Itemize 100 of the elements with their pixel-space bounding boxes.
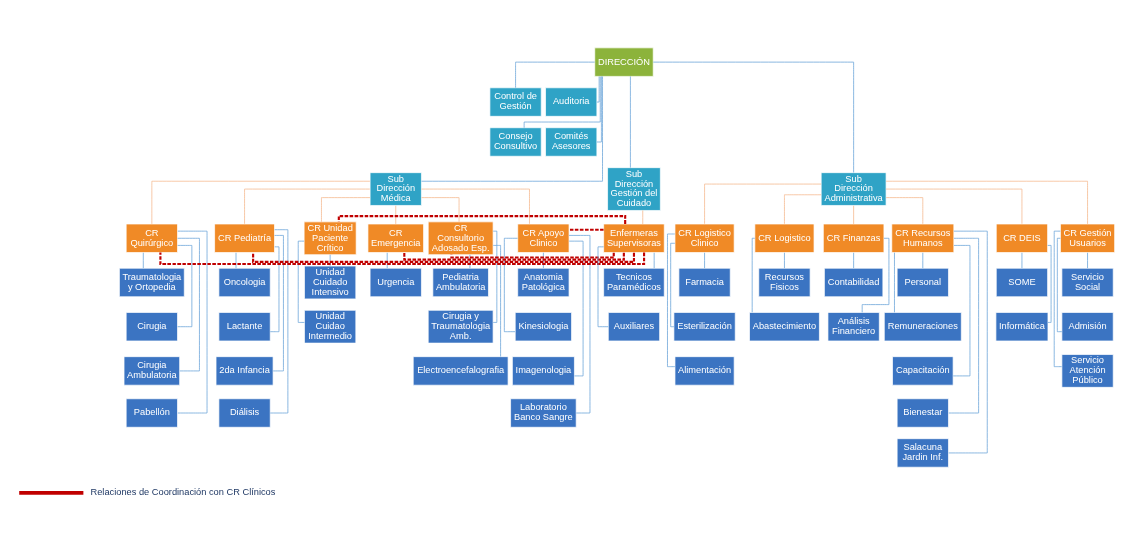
legend-label: Relaciones de Coordinación con CR Clínicos xyxy=(90,487,276,498)
node-box: DIRECCIÓN xyxy=(594,47,654,77)
node-box: Capacitación xyxy=(892,356,954,386)
node-box: Laboratorio Banco Sangre xyxy=(510,398,577,428)
connector xyxy=(853,252,854,269)
node-box: Salacuna Jardin Inf. xyxy=(896,438,949,468)
node-box: Análisis Financiero xyxy=(827,312,880,342)
connector xyxy=(235,252,237,269)
node-box: Bienestar xyxy=(896,398,949,428)
connector xyxy=(177,230,208,414)
connector xyxy=(652,61,854,173)
node-box: CR Apoyo Clinico xyxy=(517,223,570,253)
node-box: Recursos Fisicos xyxy=(758,267,811,298)
connector xyxy=(269,229,289,414)
node-box: CR Unidad Paciente Crítico xyxy=(303,221,357,256)
connector xyxy=(597,246,609,328)
node-box: Kinesiologia xyxy=(514,312,572,342)
node-box: Control de Gestión xyxy=(489,87,542,117)
connector xyxy=(596,76,602,143)
node-box: Sub Dirección Administrativa xyxy=(820,172,887,206)
connector xyxy=(1056,237,1063,333)
connector xyxy=(653,252,655,269)
node-box: Diálisis xyxy=(218,398,271,428)
node-box: Sub Dirección Médica xyxy=(369,172,422,206)
connector xyxy=(450,252,615,259)
connector xyxy=(704,252,705,269)
connector xyxy=(177,245,193,328)
connector xyxy=(642,210,644,225)
node-box: CR DEIS xyxy=(995,223,1048,253)
node-box: CR Consultorio Adosado Esp. xyxy=(427,221,494,256)
node-box: Unidad Cuidado Intensivo xyxy=(304,265,357,300)
node-box: CR Gestión Usuarios xyxy=(1060,223,1115,253)
connector xyxy=(704,183,822,225)
node-box: Comités Asesores xyxy=(545,127,598,157)
connector xyxy=(948,230,988,454)
connector xyxy=(269,246,280,333)
connector xyxy=(272,235,284,372)
node-box: Pediatria Ambulatoria xyxy=(432,267,489,298)
node-box: Servicio Atención Público xyxy=(1061,354,1114,388)
node-box: CR Quirúrgico xyxy=(125,223,178,253)
connector xyxy=(1047,245,1052,323)
connector xyxy=(751,237,756,313)
connector xyxy=(670,242,676,328)
node-box: Tecnicos Paramédicos xyxy=(603,267,665,298)
connector xyxy=(421,197,460,223)
connector xyxy=(252,252,636,263)
node-box: Esterilización xyxy=(673,312,736,342)
connector xyxy=(853,205,854,225)
connector xyxy=(885,188,1023,225)
connector xyxy=(492,245,501,357)
connector xyxy=(667,233,676,367)
node-box: Consejo Consultivo xyxy=(489,127,542,157)
node-box: Oncologia xyxy=(218,267,271,298)
node-box: Abastecimiento xyxy=(749,312,820,342)
node-box: 2da Infancia xyxy=(215,356,274,386)
node-box: Unidad Cuidao Intermedio xyxy=(304,309,357,344)
node-box: CR Emergencia xyxy=(367,223,424,253)
connector xyxy=(297,240,305,323)
node-box: Anatomia Patológica xyxy=(517,267,570,298)
connector xyxy=(177,237,200,372)
connector xyxy=(515,61,595,88)
connector xyxy=(492,230,498,323)
node-box: Auxiliares xyxy=(607,312,660,342)
node-box: CR Logistico Clinico xyxy=(674,223,735,253)
connector xyxy=(1053,230,1062,367)
connector xyxy=(1087,252,1088,269)
connector xyxy=(329,254,331,267)
connector xyxy=(395,205,397,225)
node-box: Sub Dirección Gestión del Cuidado xyxy=(607,167,661,211)
node-box: Informática xyxy=(995,312,1049,342)
node-box: Cirugia y Traumatologia Amb. xyxy=(427,309,494,344)
connector xyxy=(337,215,627,224)
connector xyxy=(630,76,631,168)
node-box: Cirugia Ambulatoria xyxy=(123,356,180,386)
connector xyxy=(569,228,604,231)
node-box: Remuneraciones xyxy=(883,312,962,342)
connector xyxy=(142,252,144,269)
connector xyxy=(784,252,785,269)
node-box: CR Pediatría xyxy=(214,223,275,253)
connector xyxy=(421,188,530,225)
connector xyxy=(885,197,924,225)
connector xyxy=(596,76,600,103)
connector xyxy=(922,252,924,269)
connector xyxy=(784,194,822,225)
connector xyxy=(568,240,584,377)
connector xyxy=(948,237,979,414)
node-box: Electroencefalografia xyxy=(412,356,509,386)
node-box: Cirugia xyxy=(125,312,178,342)
connector xyxy=(952,245,971,377)
node-box: Servicio Social xyxy=(1061,267,1114,298)
node-box: Contabilidad xyxy=(824,267,884,298)
connector xyxy=(885,180,1088,225)
node-box: Admisión xyxy=(1061,312,1114,342)
node-box: CR Logistico xyxy=(754,223,815,253)
connector xyxy=(244,188,371,225)
connector xyxy=(469,254,471,269)
connector xyxy=(523,76,601,129)
connector xyxy=(151,180,371,225)
node-box: Auditoria xyxy=(545,87,598,117)
node-box: CR Finanzas xyxy=(822,223,885,253)
